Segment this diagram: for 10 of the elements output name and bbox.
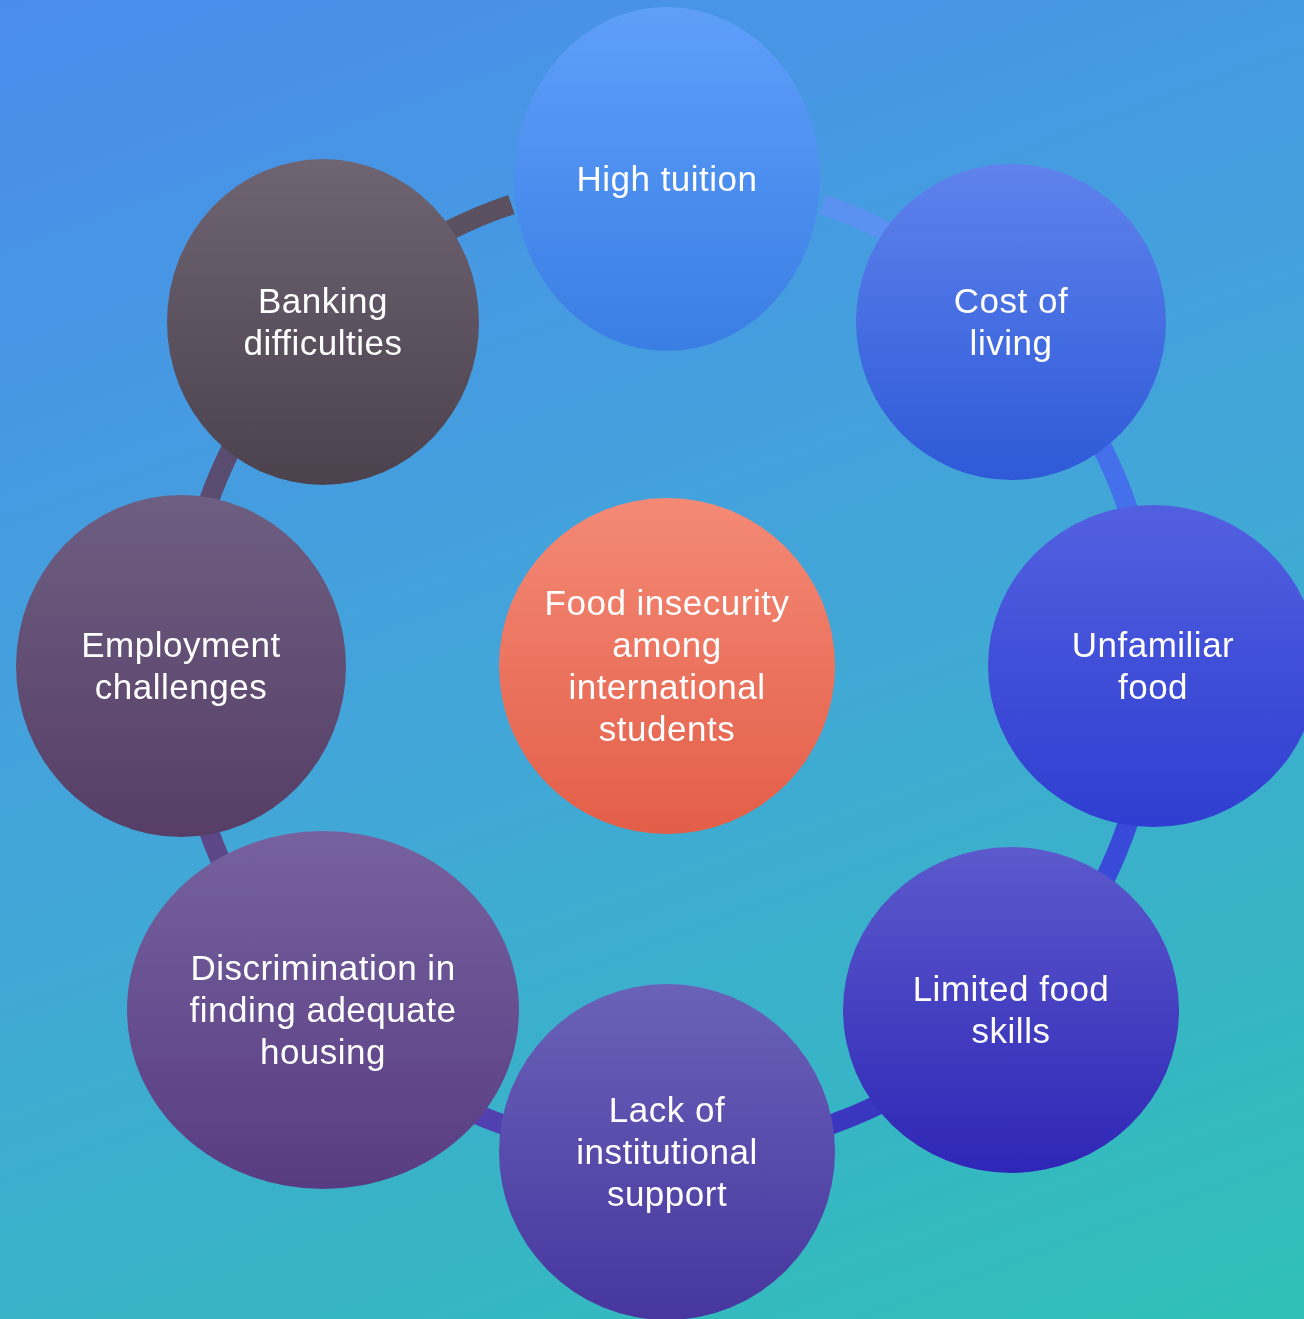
node-label: Food insecurity among international students [543,582,791,750]
node-label: Discrimination in finding adequate housing [188,947,458,1073]
node-label: Unfamiliar food [1070,624,1236,708]
node-label: Cost of living [952,280,1070,364]
node-label: Employment challenges [80,624,282,708]
node-label: Limited food skills [911,968,1111,1052]
node-label: Banking difficulties [242,280,404,364]
node-label: High tuition [575,158,759,200]
ring-connector [443,195,515,240]
node-label: Lack of institutional support [575,1089,759,1215]
